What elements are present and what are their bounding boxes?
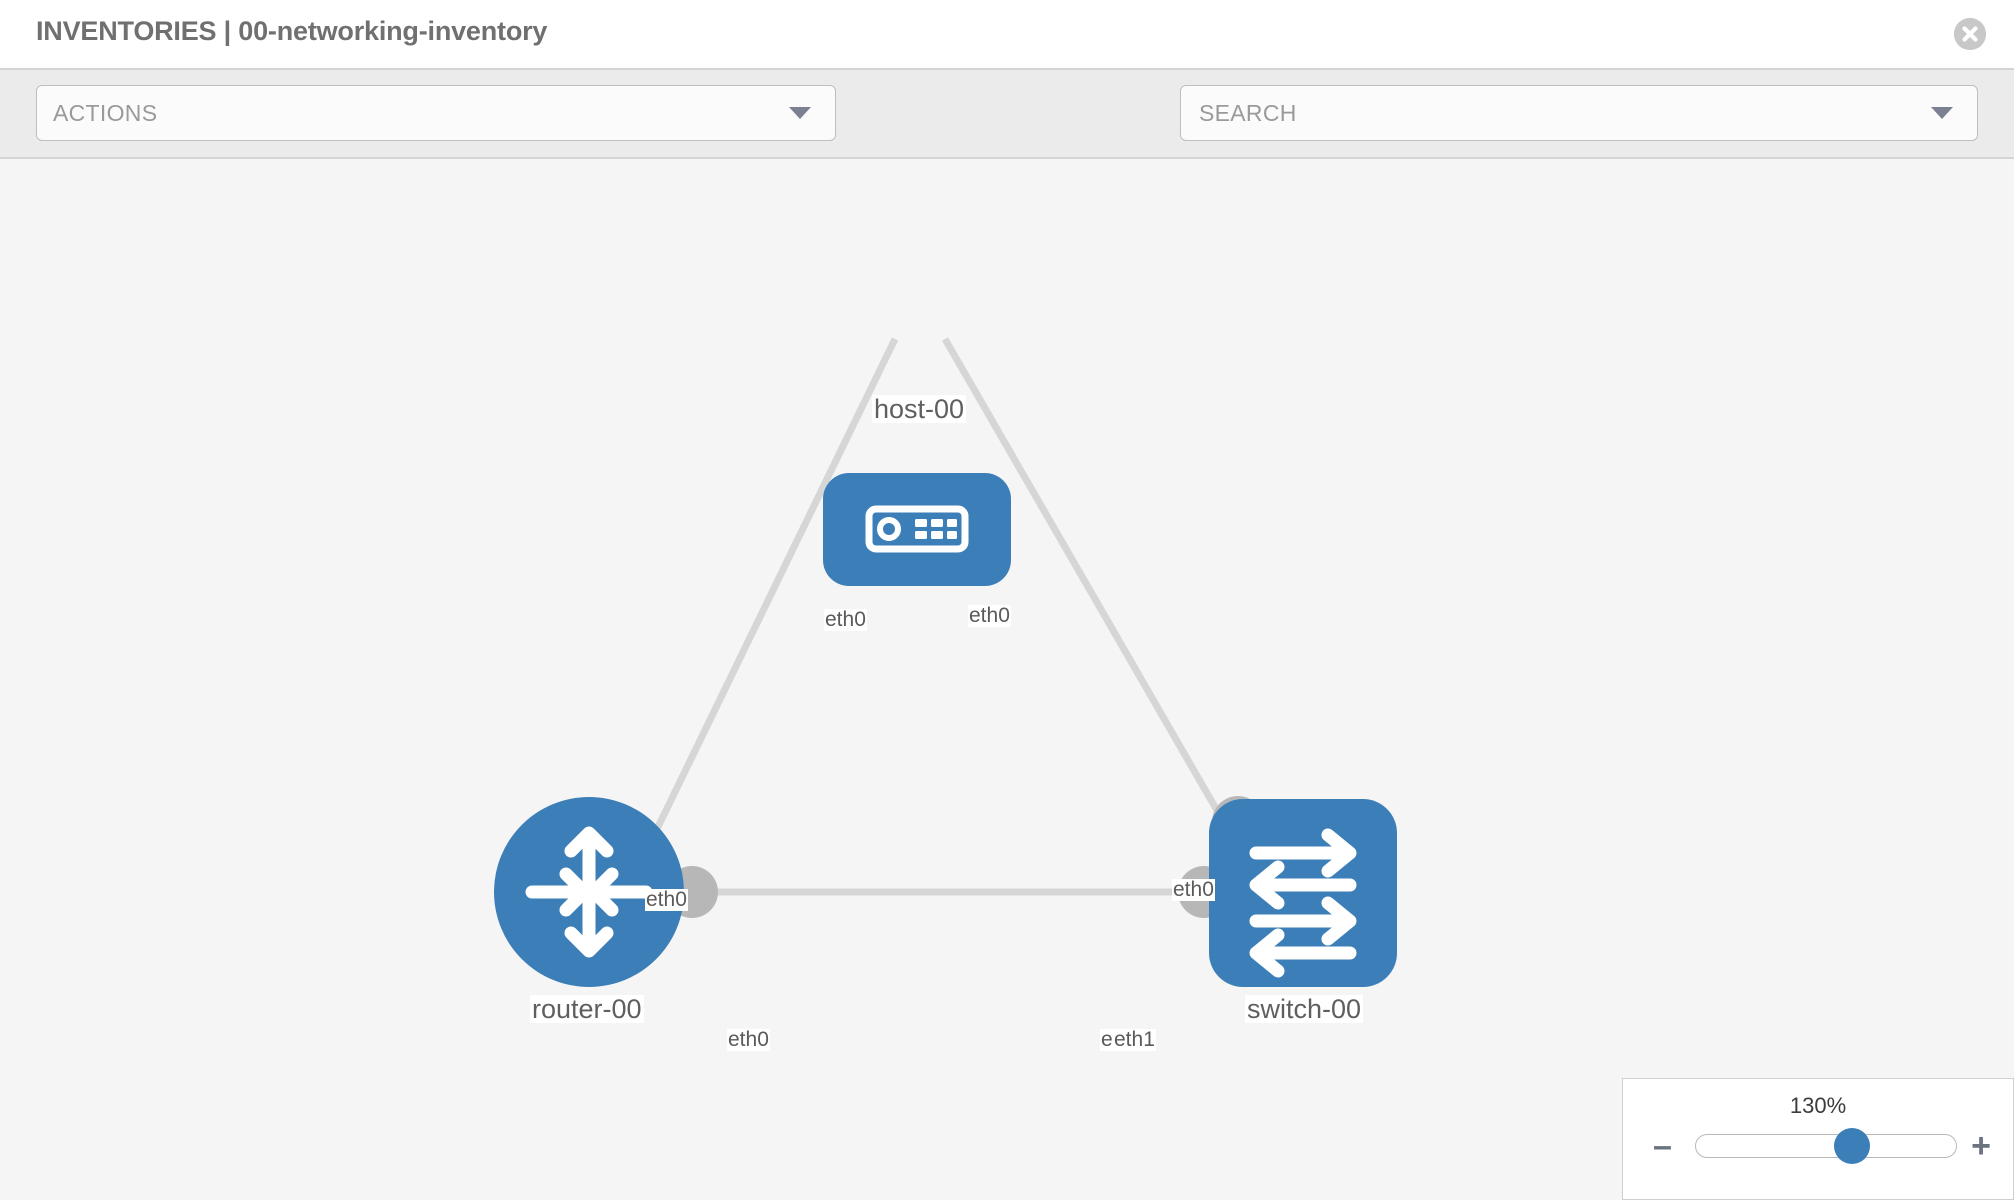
zoom-slider-thumb[interactable] [1834, 1128, 1870, 1164]
page-header: INVENTORIES | 00-networking-inventory [0, 0, 2014, 68]
node-label-router-00: router-00 [530, 994, 644, 1024]
node-label-host-00: host-00 [872, 394, 967, 424]
chevron-down-icon [789, 107, 811, 119]
chevron-down-icon[interactable] [1931, 107, 1953, 119]
actions-dropdown[interactable]: ACTIONS [36, 85, 836, 141]
iface-label-host-to-router: eth0 [824, 608, 867, 632]
router-arrows-icon [525, 826, 653, 958]
iface-label-router-to-switch: eth0 [727, 1028, 770, 1052]
iface-label-host-to-switch: eth0 [968, 604, 1011, 628]
zoom-slider-track[interactable] [1695, 1128, 1957, 1164]
edge-host-router [636, 337, 899, 866]
node-label-switch-00: switch-00 [1245, 994, 1364, 1024]
zoom-out-button[interactable]: – [1653, 1127, 1672, 1165]
iface-label-switch-eth1: eth1 [1113, 1028, 1156, 1052]
zoom-in-button[interactable]: + [1971, 1127, 1991, 1165]
iface-label-switch-to-host: eth0 [1172, 878, 1215, 902]
toolbar: ACTIONS SEARCH [0, 68, 2014, 199]
topology-graph [494, 337, 1397, 987]
server-icon [865, 505, 969, 553]
node-switch-00[interactable] [1209, 799, 1397, 987]
page-title: INVENTORIES | 00-networking-inventory [36, 16, 548, 46]
node-router-00[interactable] [494, 797, 684, 987]
node-host-00[interactable] [823, 473, 1011, 586]
topology-canvas[interactable]: host-00 router-00 switch-00 eth0 eth0 et… [0, 159, 2014, 1200]
close-icon[interactable] [1954, 18, 1986, 50]
edge-host-switch [941, 337, 1249, 861]
iface-label-router-to-host: eth0 [645, 888, 688, 912]
zoom-control-panel: 130% – + [1622, 1078, 2014, 1200]
zoom-percent-label: 130% [1789, 1093, 1847, 1118]
search-input[interactable]: SEARCH [1180, 85, 1978, 141]
search-placeholder: SEARCH [1199, 100, 1297, 126]
actions-dropdown-label: ACTIONS [53, 100, 158, 126]
switch-arrows-icon [1249, 828, 1357, 978]
